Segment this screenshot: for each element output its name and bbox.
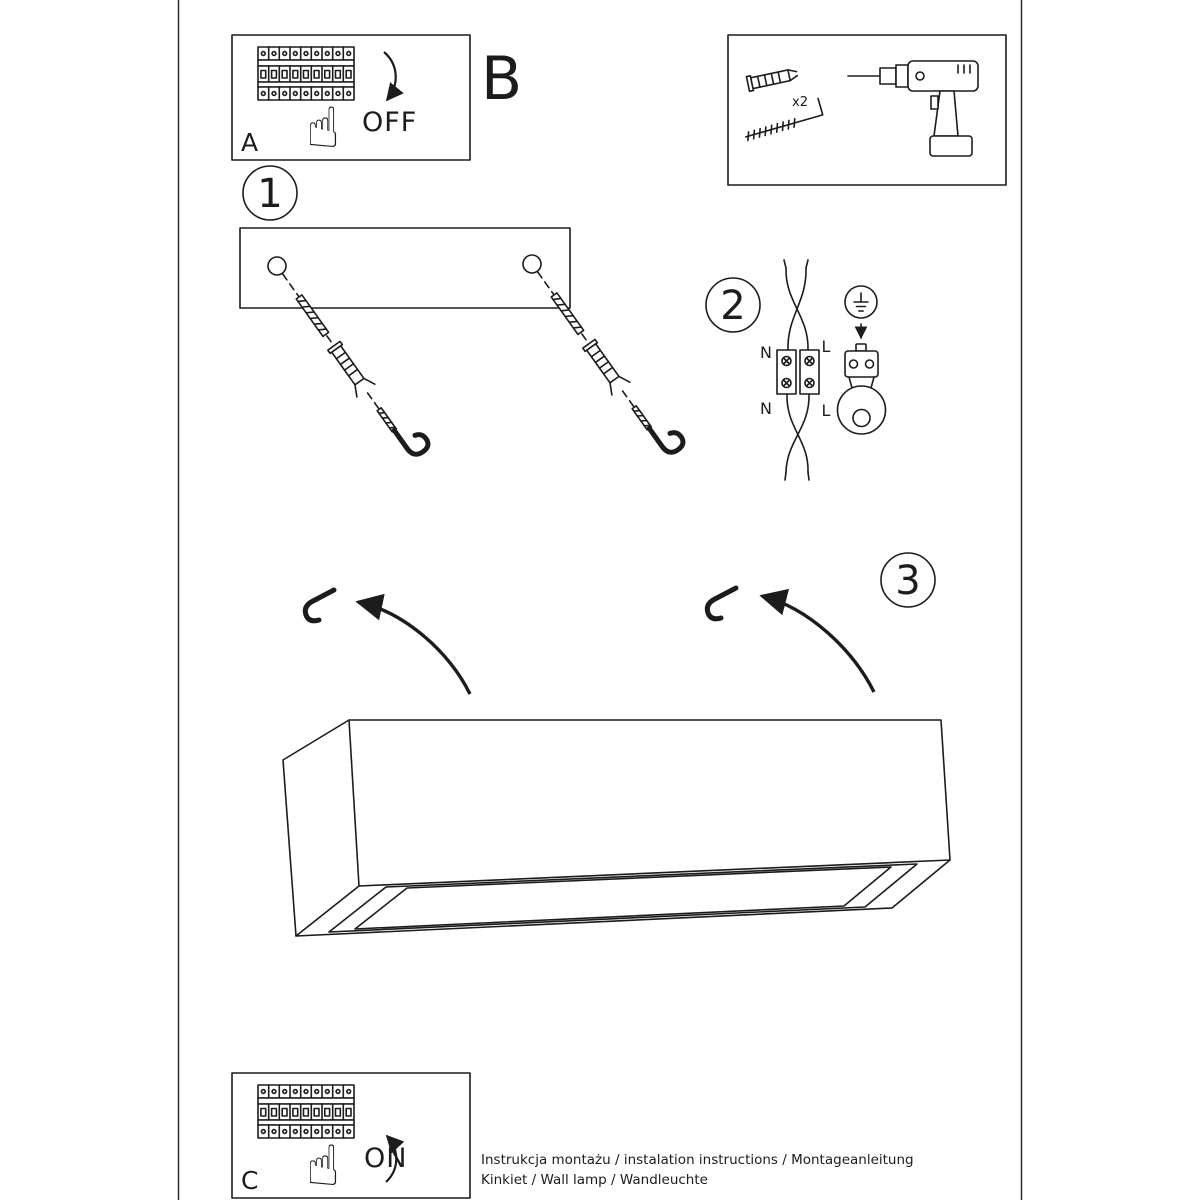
tools-box: x2 [727,34,1007,186]
lamp-opening-outer [328,863,918,933]
step-3-number: 3 [895,558,920,604]
panel-a-power-off: ☝ OFF A [231,34,471,161]
panel-a-label: A [241,128,258,157]
mounting-hole-right [522,254,542,274]
step-1: 1 [239,165,686,465]
wall-hook-right-icon [704,585,739,622]
footer: Instrukcja montażu / instalation instruc… [481,1152,914,1188]
mounting-plate [239,227,571,309]
hook-screw-icon [745,97,824,142]
wire-label-l-bottom: L [822,401,831,420]
panel-c-state-label: ON [364,1143,407,1174]
step-2-number: 2 [720,283,745,329]
mounting-hole-left [267,256,287,276]
drill-icon [847,60,979,157]
footer-line-1: Instrukcja montażu / instalation instruc… [481,1152,914,1168]
swing-arrow-left-icon [355,593,472,695]
panel-c-label: C [241,1166,258,1195]
wall-hook-left-icon [302,587,337,624]
step-3: 3 [282,552,951,937]
plug-quantity-label: x2 [792,95,808,110]
tools-box-frame [727,34,1007,186]
panel-a-state-label: OFF [362,107,417,138]
wire-label-n-top: N [760,343,772,362]
flip-up-arrow-icon [385,1134,405,1183]
hand-press-icon: ☝ [306,96,340,161]
section-label-b: B [481,44,522,114]
lamp-opening-inner [354,866,892,930]
step-2: 2 N L N L [705,259,887,481]
panel-c-power-on: ☝ ON C [231,1072,471,1199]
wire-label-l-top: L [822,337,831,356]
step-1-number: 1 [257,171,282,217]
lamp-body [282,719,951,937]
swing-arrow-right-icon [759,588,876,693]
step-3-badge [880,552,936,608]
flip-down-arrow-icon [383,51,404,102]
terminal-wiring-diagram: N L N L [760,259,831,481]
step-1-badge [242,165,298,221]
footer-line-2: Kinkiet / Wall lamp / Wandleuchte [481,1172,708,1188]
hand-press-icon: ☝ [306,1134,340,1199]
lamp-holder-icon [836,343,887,435]
step-2-badge [705,277,761,333]
wire-label-n-bottom: N [760,399,772,418]
ground-symbol-icon [844,285,878,319]
wall-plug-icon [745,69,799,93]
